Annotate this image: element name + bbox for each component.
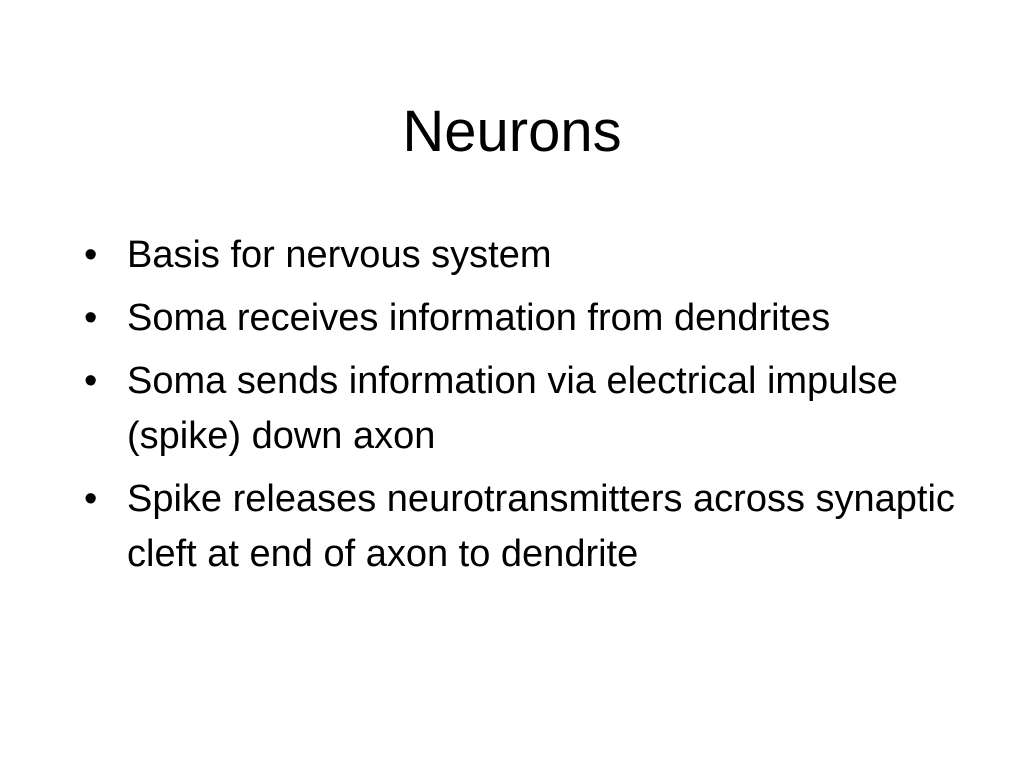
bullet-text: Basis for nervous system xyxy=(127,234,552,276)
slide-title: Neurons xyxy=(402,99,622,164)
bullet-dot-icon: • xyxy=(84,360,98,402)
bullet-text: Soma receives information from dendrites xyxy=(127,297,831,339)
bullet-dot-icon: • xyxy=(84,297,98,339)
bullet-item: • Basis for nervous system xyxy=(84,228,964,283)
bullet-list: • Basis for nervous system • Soma receiv… xyxy=(84,228,964,590)
bullet-item: • Soma receives information from dendrit… xyxy=(84,291,964,346)
bullet-dot-icon: • xyxy=(84,478,98,520)
bullet-item: • Soma sends information via electrical … xyxy=(84,354,964,464)
bullet-item: • Spike releases neurotransmitters acros… xyxy=(84,472,964,582)
bullet-dot-icon: • xyxy=(84,234,98,276)
bullet-text: Soma sends information via electrical im… xyxy=(127,360,898,457)
bullet-text: Spike releases neurotransmitters across … xyxy=(127,478,955,575)
